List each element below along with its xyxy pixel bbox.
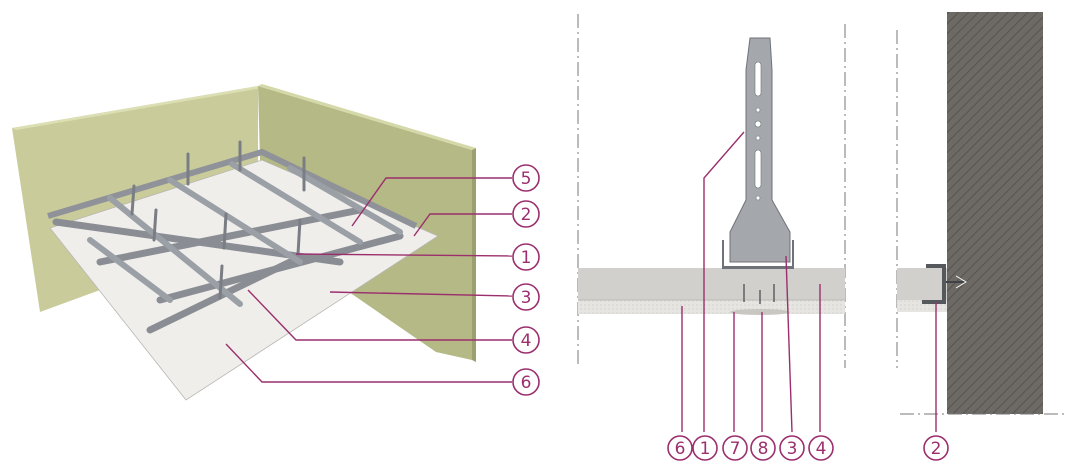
- svg-text:4: 4: [521, 331, 532, 351]
- svg-text:3: 3: [787, 439, 798, 459]
- iso-callout-4: 4: [512, 326, 540, 354]
- svg-text:4: 4: [816, 439, 827, 459]
- svg-text:7: 7: [730, 439, 741, 459]
- section-view: 6 1 7 8 3 4: [577, 14, 846, 461]
- svg-text:2: 2: [521, 205, 532, 225]
- edge-wall-angle: [922, 264, 946, 304]
- section-callout-1: 1: [692, 435, 718, 461]
- section-fleece: [578, 300, 845, 314]
- iso-callout-6: 6: [512, 368, 540, 396]
- svg-text:5: 5: [521, 169, 532, 189]
- svg-text:8: 8: [758, 439, 769, 459]
- section-callout-7: 7: [722, 435, 748, 461]
- edge-callout-2: 2: [923, 435, 949, 461]
- svg-text:6: 6: [675, 439, 686, 459]
- cross-channels: [87, 161, 403, 307]
- section-callout-4: 4: [808, 435, 834, 461]
- isometric-view: 5 2 1 3 4 6: [12, 84, 540, 401]
- svg-text:3: 3: [521, 288, 532, 308]
- iso-callout-1: 1: [512, 243, 540, 271]
- section-callout-6: 6: [667, 435, 693, 461]
- section-board: [578, 268, 845, 300]
- section-callout-3: 3: [779, 435, 805, 461]
- iso-callout-3: 3: [512, 283, 540, 311]
- svg-text:6: 6: [521, 373, 532, 393]
- wall-edge-view: 2: [896, 12, 1068, 461]
- iso-callout-2: 2: [512, 200, 540, 228]
- section-callout-8: 8: [750, 435, 776, 461]
- hangers: [130, 140, 306, 300]
- wall-angle-profile: [47, 148, 418, 229]
- svg-text:1: 1: [700, 439, 711, 459]
- section-leader-lines: [681, 131, 821, 433]
- iso-leader-lines: [225, 177, 513, 383]
- svg-text:1: 1: [521, 248, 532, 268]
- svg-text:2: 2: [931, 439, 942, 459]
- concrete-wall: [947, 12, 1043, 414]
- section-screws: [743, 284, 775, 304]
- iso-callout-5: 5: [512, 164, 540, 192]
- hanger-rod: [729, 37, 791, 263]
- edge-board: [897, 268, 947, 300]
